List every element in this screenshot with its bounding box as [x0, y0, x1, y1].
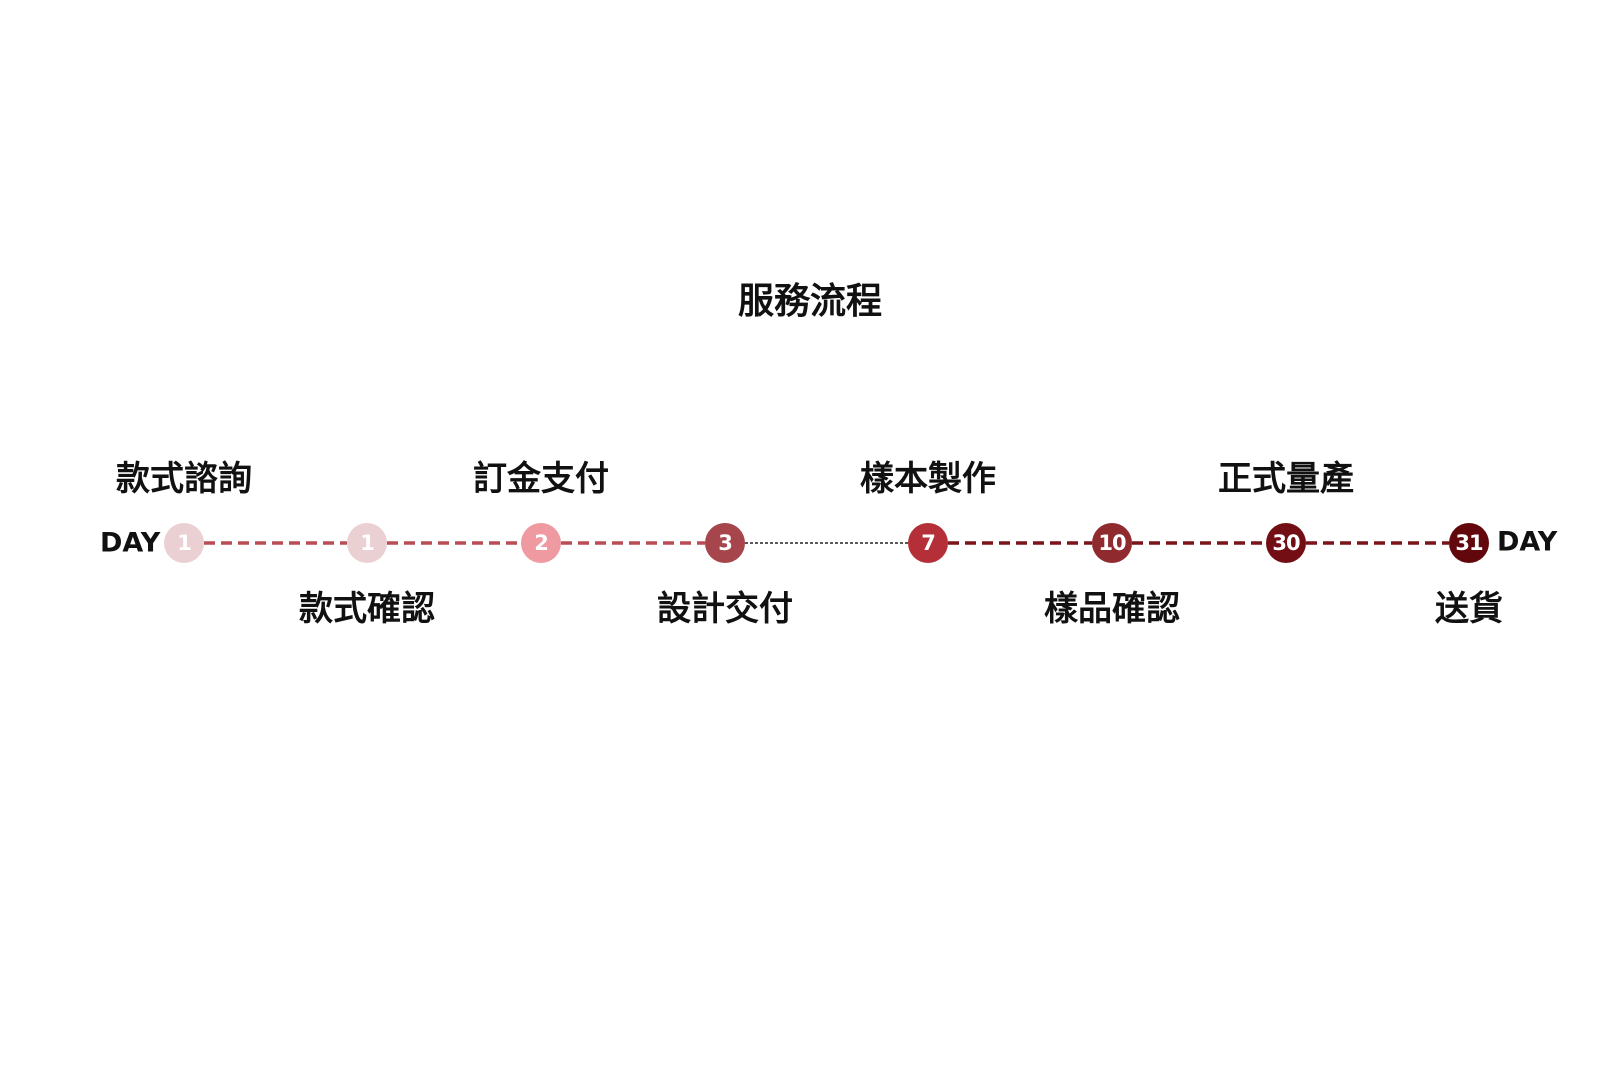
diagram-title: 服務流程 — [737, 281, 882, 322]
day-end-label: DAY — [1497, 526, 1558, 558]
step-8-day-number: 31 — [1455, 530, 1483, 555]
step-8-label: 送貨 — [1435, 589, 1503, 629]
step-5-day-marker: 7 — [908, 523, 948, 563]
step-6-label: 樣品確認 — [1044, 589, 1180, 629]
step-5-day-number: 7 — [921, 530, 936, 555]
step-2-day-marker: 1 — [347, 523, 387, 563]
step-6-day-marker: 10 — [1092, 523, 1132, 563]
step-1-day-number: 1 — [177, 530, 192, 555]
day-start-label: DAY — [100, 527, 161, 559]
step-7-day-marker: 30 — [1266, 523, 1306, 563]
step-3-label: 訂金支付 — [473, 459, 609, 499]
step-6-day-number: 10 — [1098, 530, 1126, 555]
step-2-label: 款式確認 — [299, 589, 435, 629]
step-7-day-number: 30 — [1272, 530, 1300, 555]
step-4-day-number: 3 — [718, 530, 733, 555]
step-4-day-marker: 3 — [705, 523, 745, 563]
step-4-label: 設計交付 — [657, 589, 793, 629]
step-3-day-number: 2 — [534, 530, 549, 555]
step-2-day-number: 1 — [360, 530, 375, 555]
step-1-day-marker: 1 — [164, 523, 204, 563]
step-5-label: 樣本製作 — [860, 459, 996, 499]
step-7-label: 正式量產 — [1218, 459, 1354, 499]
step-1-label: 款式諮詢 — [116, 459, 252, 499]
step-8-day-marker: 31 — [1449, 523, 1489, 563]
step-3-day-marker: 2 — [521, 523, 561, 563]
